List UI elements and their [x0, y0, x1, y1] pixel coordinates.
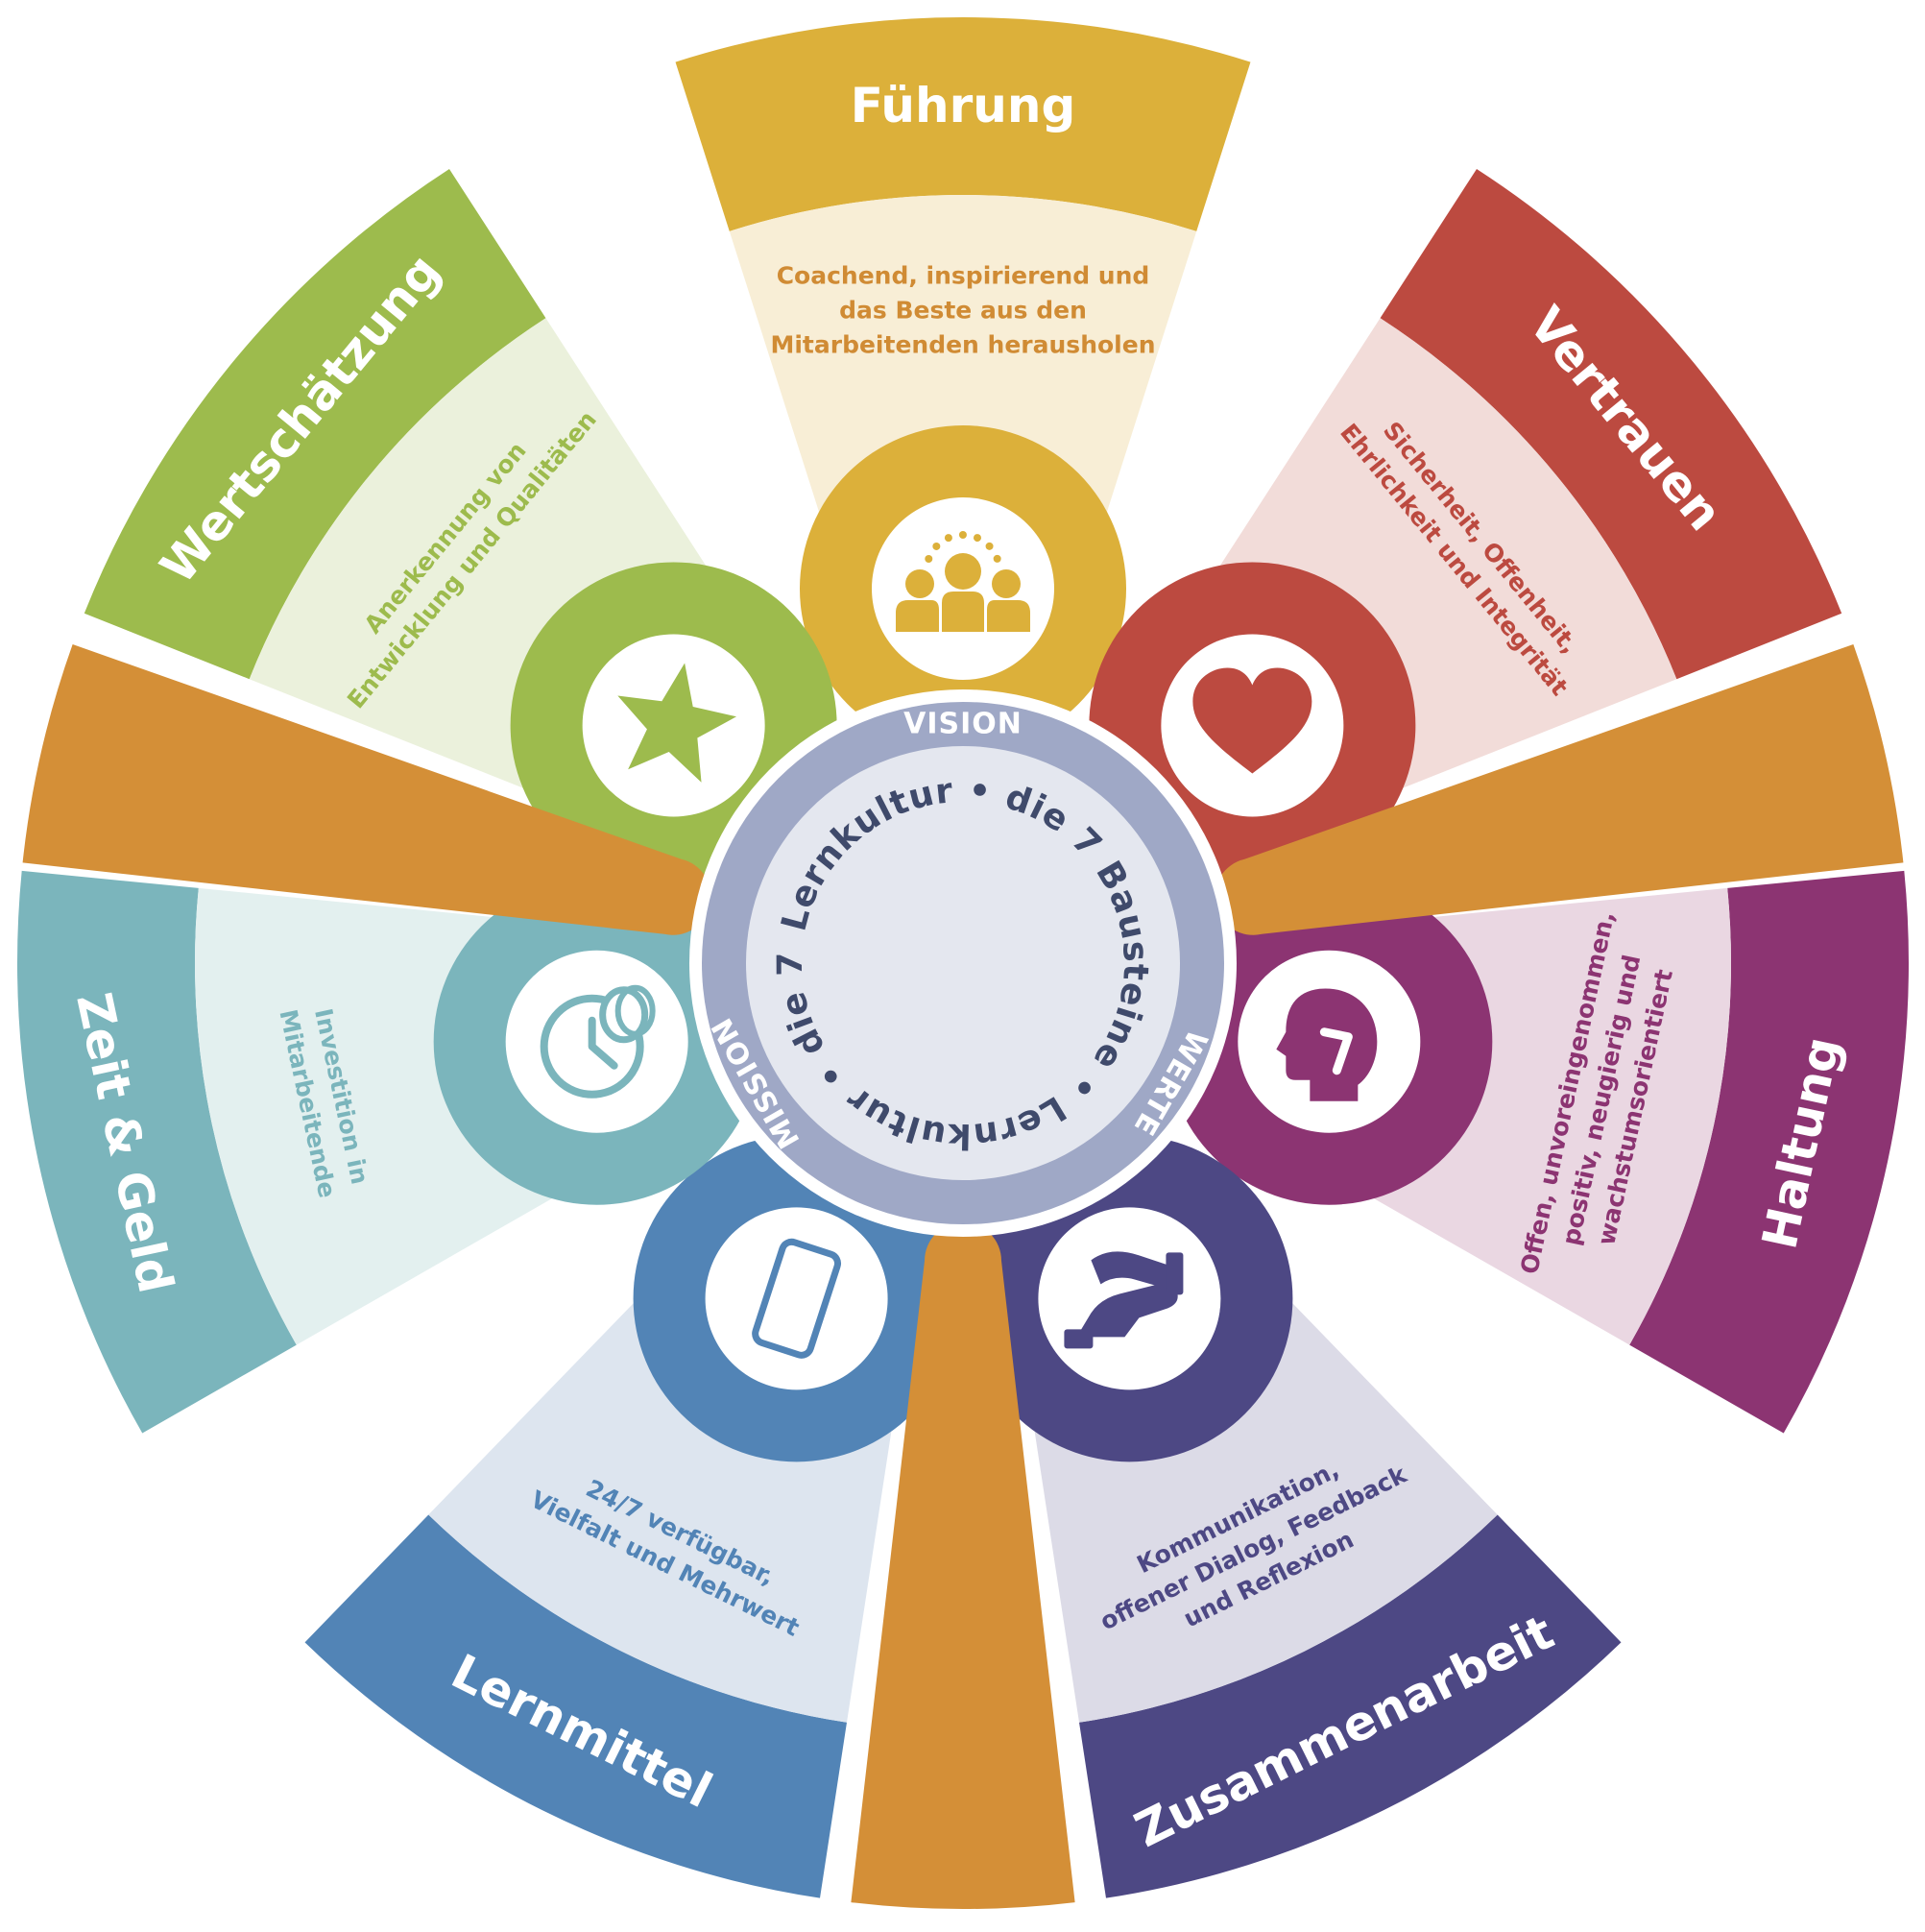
- segment-zeitgeld-outer-band: [16, 870, 297, 1434]
- head-profile-icon: [1276, 988, 1378, 1101]
- star-icon: [617, 663, 737, 783]
- orange-wedge: [851, 1222, 1075, 1910]
- segment-fuehrung-icon-band: [800, 425, 1126, 752]
- segment-fuehrung-description-line: Mitarbeitenden herausholen: [770, 331, 1155, 359]
- ring-label-vision: VISION: [903, 708, 1023, 741]
- orange-wedge: [22, 643, 711, 935]
- group-people-icon: [896, 531, 1030, 632]
- segment-fuehrung-title: Führung: [851, 78, 1076, 133]
- segment-lernmittel-outer-band: [304, 1514, 847, 1898]
- center-disc: [746, 746, 1180, 1180]
- heart-icon: [1192, 667, 1312, 774]
- segment-lernmittel-icon-circle: [705, 1207, 888, 1390]
- segment-wertschaetzung-outer-band: [84, 168, 546, 680]
- segment-haltung-outer-band: [1629, 870, 1909, 1434]
- segment-vertrauen-outer-band: [1380, 168, 1842, 680]
- segment-haltung-icon-band: [1166, 878, 1493, 1205]
- segment-fuehrung-description-line: Coachend, inspirierend und: [777, 262, 1150, 290]
- segment-zeitgeld-icon-band: [433, 878, 760, 1205]
- handshake-icon: [1064, 1251, 1184, 1349]
- segment-zeitgeld-icon-circle: [505, 950, 688, 1133]
- segment-fuehrung-inner-panel: [729, 194, 1197, 547]
- segment-fuehrung-outer-band: [675, 16, 1251, 231]
- segment-fuehrung-description-line: das Beste aus den: [839, 297, 1087, 325]
- segment-zusammenarbeit-outer-band: [1079, 1514, 1622, 1898]
- smartphone-icon: [752, 1238, 842, 1359]
- clock-coins-icon: [540, 984, 656, 1099]
- orange-wedge: [1215, 643, 1904, 935]
